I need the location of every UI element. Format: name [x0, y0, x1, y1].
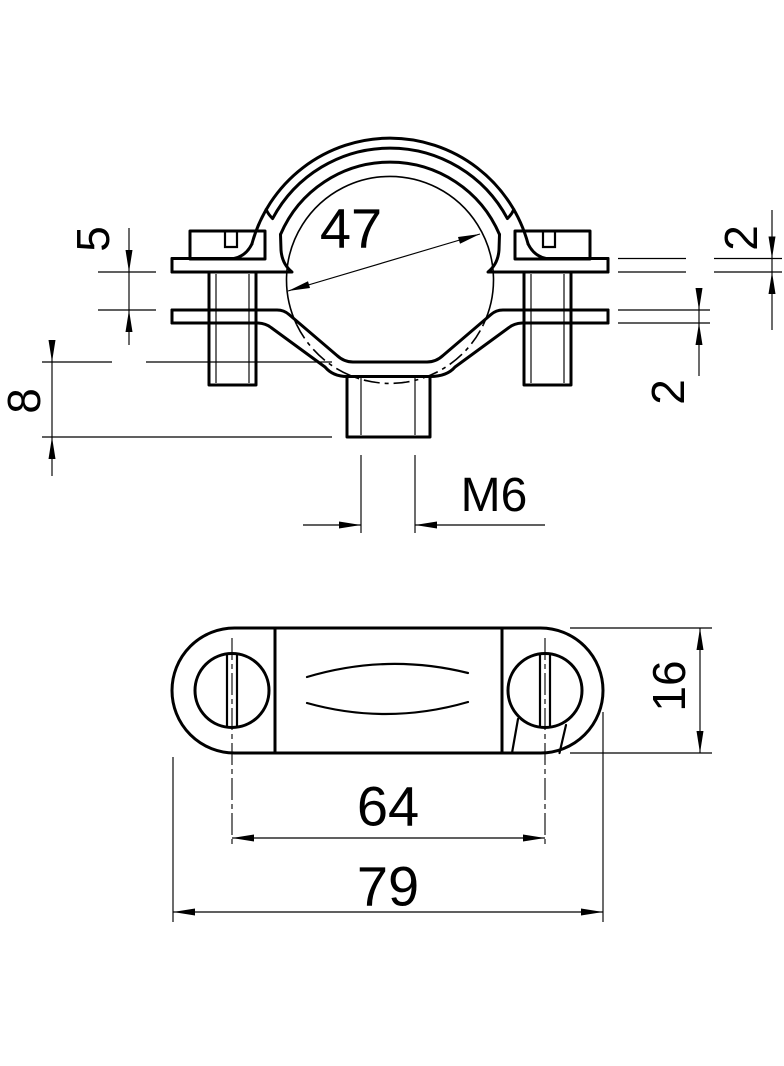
left-screw-shank — [207, 270, 258, 387]
dim-flange-gap-arrowhead — [125, 250, 133, 272]
left-screw-slot — [223, 229, 239, 249]
band-inner-arc — [279, 160, 501, 236]
stud-thread-lines — [360, 378, 416, 435]
lower-strap-inner — [170, 308, 610, 364]
dim-hole-spacing-arrowhead — [232, 834, 254, 842]
flange-ends — [170, 257, 610, 325]
dim-hole-spacing-arrowhead — [523, 834, 545, 842]
front-view: 47 5 8 2 — [0, 136, 782, 533]
plan-cap-dividers — [273, 626, 504, 755]
dim-stud-length-ext — [42, 361, 332, 438]
plan-body — [170, 626, 605, 755]
band-outer-arc — [250, 136, 530, 246]
right-screw-shank — [522, 270, 573, 387]
dim-lower-flange-arrowhead — [695, 288, 703, 310]
dim-lower-flange-label: 2 — [642, 379, 694, 405]
dim-stud-length-arrowhead — [48, 437, 56, 459]
dim-width-arrowhead — [696, 628, 704, 650]
dim-thread-label: M6 — [461, 469, 528, 522]
dim-thread-arrowhead — [415, 521, 437, 529]
left-screw-head — [188, 229, 267, 261]
dim-width-label: 16 — [643, 660, 695, 711]
dim-width-ext — [570, 627, 712, 754]
right-screw-thread-lines — [530, 274, 565, 383]
band-mid-arc — [264, 146, 516, 221]
dim-upper-flange-arrowhead — [768, 236, 776, 259]
dim-overall-length-arrowhead — [581, 908, 603, 916]
left-screw — [188, 229, 267, 387]
dim-upper-flange: 2 — [618, 210, 782, 330]
plan-view: 16 64 79 — [170, 626, 712, 922]
dim-upper-flange-arrowhead — [768, 272, 776, 294]
dim-stud-length-label: 8 — [0, 388, 50, 414]
pipe-circle-dashed — [295, 324, 485, 385]
dim-flange-gap-arrowhead — [125, 310, 133, 332]
dim-upper-flange-label: 2 — [715, 225, 767, 251]
right-screw — [513, 229, 592, 387]
saddle-bulge-upper — [305, 662, 470, 679]
clamp-band — [170, 136, 610, 378]
dim-lower-flange-arrowhead — [695, 323, 703, 345]
dim-diameter-arrowhead — [458, 234, 480, 244]
dim-hole-spacing-label: 64 — [357, 775, 419, 838]
plan-outline — [170, 626, 605, 755]
dim-upper-flange-ext — [618, 257, 782, 273]
pipe-circle-solid — [285, 175, 495, 325]
dim-width: 16 — [570, 627, 712, 754]
dim-overall-length-label: 79 — [357, 855, 419, 918]
dim-thread: M6 — [303, 455, 545, 533]
threaded-stud — [345, 375, 432, 439]
dim-diameter-line — [287, 233, 481, 292]
dim-lower-flange: 2 — [618, 288, 710, 405]
dim-flange-gap: 5 — [67, 226, 156, 345]
dim-diameter-label: 47 — [320, 197, 382, 260]
dim-flange-gap-label: 5 — [67, 226, 119, 252]
dim-width-arrowhead — [696, 731, 704, 753]
dim-thread-arrowhead — [339, 521, 361, 529]
pipe-outline — [285, 175, 495, 385]
left-screw-thread-lines — [215, 274, 250, 383]
dim-hole-spacing: 64 — [232, 775, 545, 842]
dim-overall-length-ext — [172, 712, 604, 922]
dim-lower-flange-ext — [618, 309, 710, 324]
dim-thread-ext — [360, 455, 416, 533]
plan-right-screw — [506, 638, 584, 845]
saddle-bulge-lower — [305, 700, 470, 716]
dim-diameter: 47 — [287, 197, 481, 292]
dim-stud-length-arrowhead — [48, 340, 56, 362]
lower-strap-outer — [170, 321, 610, 378]
dim-stud-length: 8 — [0, 340, 332, 476]
right-screw-head — [513, 229, 592, 261]
dim-diameter-arrowhead — [288, 281, 310, 291]
right-screw-slot — [541, 229, 557, 249]
dim-overall-length: 79 — [172, 712, 604, 922]
plan-right-shank-edges — [510, 717, 568, 755]
dim-flange-gap-ticks — [98, 271, 156, 311]
dim-overall-length-arrowhead — [173, 908, 195, 916]
stud-outline — [345, 375, 432, 439]
plan-right-screw-slot — [538, 652, 552, 729]
plan-left-screw — [193, 638, 271, 845]
plan-left-screw-slot — [225, 652, 239, 729]
